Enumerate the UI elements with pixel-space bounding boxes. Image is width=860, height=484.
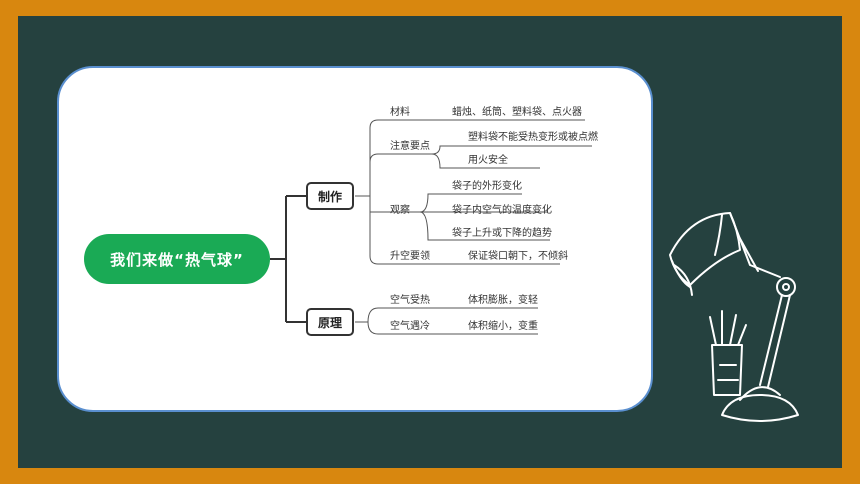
mindmap-root: 我们来做“热气球” <box>84 234 270 284</box>
node-materials: 材料 <box>390 107 410 118</box>
branch-principle: 原理 <box>306 308 354 336</box>
leaf-heated-air: 体积膨胀，变轻 <box>468 295 538 306</box>
node-observe: 观察 <box>390 205 410 216</box>
node-key-points: 注意要点 <box>390 141 430 152</box>
leaf-cooled-air: 体积缩小，变重 <box>468 321 538 332</box>
leaf-key-point-1: 塑料袋不能受热变形或被点燃 <box>468 132 598 143</box>
leaf-materials: 蜡烛、纸筒、塑料袋、点火器 <box>452 107 582 118</box>
leaf-observe-1: 袋子的外形变化 <box>452 181 522 192</box>
leaf-observe-2: 袋子内空气的温度变化 <box>452 205 552 216</box>
node-lift-off: 升空要领 <box>390 251 430 262</box>
node-heated-air: 空气受热 <box>390 295 430 306</box>
leaf-observe-3: 袋子上升或下降的趋势 <box>452 228 552 239</box>
leaf-key-point-2: 用火安全 <box>468 155 508 166</box>
desk-lamp-illustration <box>669 212 799 422</box>
leaf-lift-off: 保证袋口朝下，不倾斜 <box>468 251 568 262</box>
node-cooled-air: 空气遇冷 <box>390 321 430 332</box>
branch-making: 制作 <box>306 182 354 210</box>
